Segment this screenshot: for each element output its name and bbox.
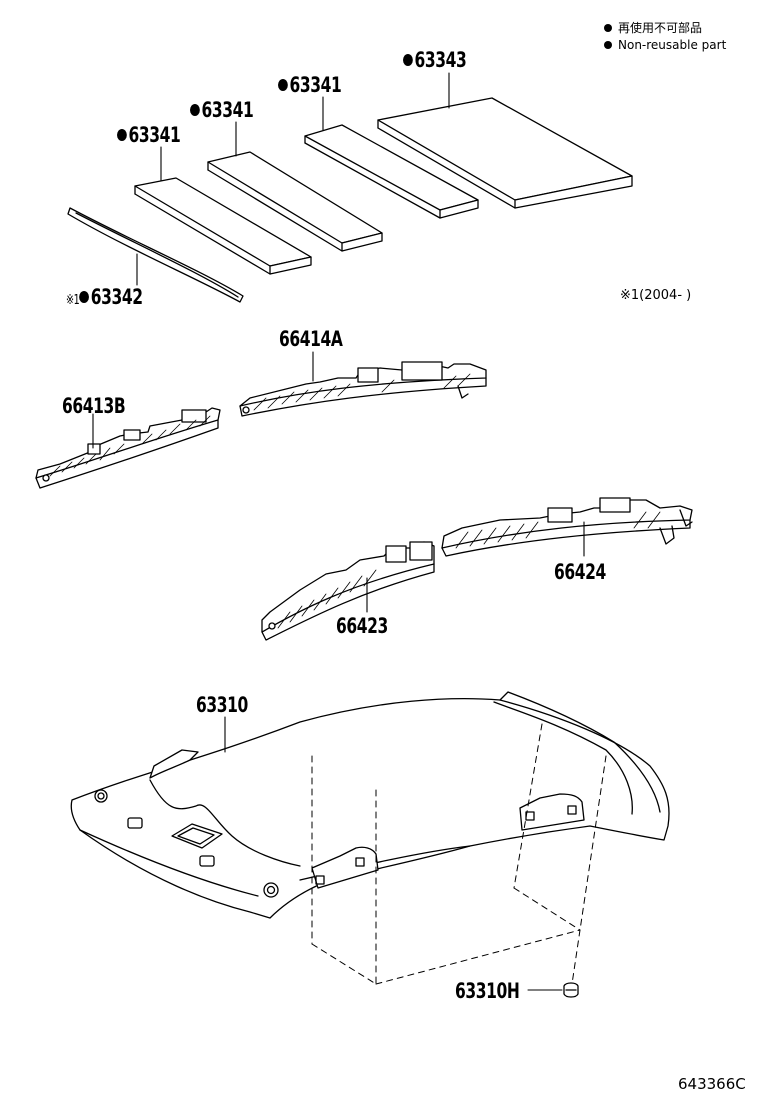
headliner-63310: [70, 691, 670, 919]
label-63310[interactable]: 63310: [196, 693, 248, 717]
label-63341-2[interactable]: 63341: [190, 100, 254, 121]
label-66414A[interactable]: 66414A: [279, 327, 343, 351]
non-reusable-bullet-icon: [403, 54, 413, 66]
dashed-guides: [311, 723, 607, 985]
rail-66423: [261, 541, 435, 641]
bullet-icon: [604, 41, 612, 49]
label-63341-1[interactable]: 63341: [117, 125, 181, 146]
roof-pad-63341-1: [134, 177, 312, 275]
note-applicability: ※1(2004- ): [620, 288, 692, 303]
label-66413B[interactable]: 66413B: [62, 394, 126, 418]
non-reusable-bullet-icon: [190, 104, 200, 116]
legend-line-en: Non-reusable part: [604, 37, 726, 54]
leader-lines-rails-side: [366, 521, 585, 613]
label-63343[interactable]: 63343: [403, 50, 467, 71]
rail-66414A: [239, 361, 487, 417]
non-reusable-bullet-icon: [278, 79, 288, 91]
rail-66424: [441, 497, 693, 557]
legend: 再使用不可部品 Non-reusable part: [604, 20, 726, 54]
bullet-icon: [604, 24, 612, 32]
non-reusable-bullet-icon: [117, 129, 127, 141]
legend-line-jp: 再使用不可部品: [604, 20, 726, 37]
figure-number: 643366C: [678, 1075, 746, 1093]
label-63341-3[interactable]: 63341: [278, 75, 342, 96]
roof-pad-63341-3: [304, 124, 479, 219]
rail-66413B: [35, 407, 221, 489]
leader-lines-pads: [136, 72, 450, 286]
label-63310H[interactable]: 63310H: [455, 979, 520, 1003]
roof-pad-63343: [377, 97, 633, 209]
label-66424[interactable]: 66424: [554, 560, 606, 584]
non-reusable-bullet-icon: [79, 291, 90, 303]
seal-strip-63342: [67, 207, 244, 303]
label-66423[interactable]: 66423: [336, 614, 388, 638]
clip-63310H: [527, 982, 579, 998]
leader-lines-rails-top: [92, 351, 314, 449]
